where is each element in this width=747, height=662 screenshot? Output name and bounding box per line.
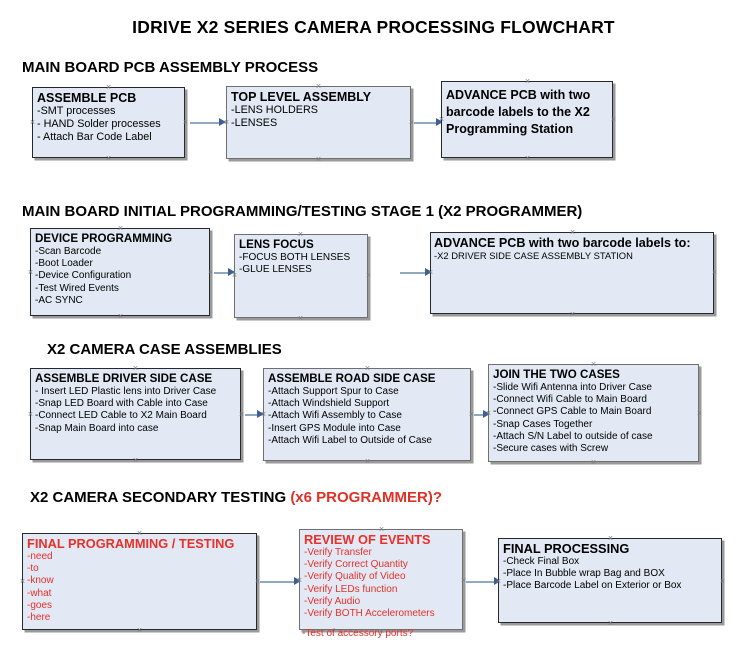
box-line: -Snap Main Board into case [35,422,159,434]
box-line: -need [27,551,53,562]
section-heading-3: X2 CAMERA CASE ASSEMBLIES [47,341,282,358]
box-line: -Snap Cases Together [493,418,593,430]
section-heading-4-accent: (x6 PROGRAMMER)? [290,489,442,506]
page-title: IDRIVE X2 SERIES CAMERA PROCESSING FLOWC… [132,17,615,37]
box-line: -Attach Support Spur to Case [268,386,399,397]
box-advance-pcb-driver-side[interactable]: ADVANCE PCB with two barcode labels to: … [430,232,714,314]
box-line: -Snap LED Board with Cable into Case [35,398,208,410]
box-line: -Verify Correct Quantity [304,559,408,571]
box-line: -to [27,563,39,575]
box-top-level-assembly[interactable]: TOP LEVEL ASSEMBLY -LENS HOLDERS -LENSES [226,86,411,159]
arrowhead-icon [219,118,226,126]
box-title: LENS FOCUS [239,238,314,251]
box-title: TOP LEVEL ASSEMBLY [231,90,372,104]
box-title: ADVANCE PCB with two barcode labels to: [434,236,691,250]
box-final-programming-testing[interactable]: FINAL PROGRAMMING / TESTING -need -to -k… [22,533,257,630]
connector-arrow [214,272,231,274]
arrowhead-icon [257,410,264,418]
section-heading-3-text: X2 CAMERA CASE ASSEMBLIES [47,341,282,358]
box-line: -what [27,587,52,599]
box-assemble-pcb[interactable]: ASSEMBLE PCB -SMT processes - HAND Solde… [32,87,185,158]
box-title: FINAL PROGRAMMING / TESTING [27,536,235,551]
connector-arrow [466,581,497,583]
box-line: -AC SYNC [35,294,83,306]
box-title: ASSEMBLE PCB [37,91,137,105]
box-line: -Verify Transfer [304,547,372,558]
box-title: ADVANCE PCB with two barcode labels to t… [446,88,591,136]
box-title: FINAL PROCESSING [503,541,630,556]
box-line: -Check Final Box [503,556,580,567]
box-line: -here [27,612,51,624]
box-line: - HAND Solder processes [37,118,161,131]
section-heading-1-text: MAIN BOARD PCB ASSEMBLY PROCESS [22,59,319,76]
box-line: -Verify Quality of Video [304,571,406,583]
box-line: -Secure cases with Screw [493,443,609,455]
box-title: ASSEMBLE ROAD SIDE CASE [268,372,436,385]
box-line: -Attach S/N Label to outside of case [493,430,653,442]
box-line: -Insert GPS Module into Case [268,422,401,434]
box-line: -Scan Barcode [35,246,102,257]
box-line: -SMT processes [37,105,116,117]
box-line: -Attach Wifi Assembly to Case [268,410,402,422]
section-heading-2: MAIN BOARD INITIAL PROGRAMMING/TESTING S… [22,203,582,220]
arrowhead-icon [294,577,301,585]
box-lens-focus[interactable]: LENS FOCUS -FOCUS BOTH LENSES -GLUE LENS… [234,234,368,318]
box-line: -Attach Windshield Support [268,398,390,410]
connector-arrow [190,122,222,124]
box-line: -Attach Wifi Label to Outside of Case [268,434,432,446]
box-line: - Attach Bar Code Label [37,131,152,144]
box-line: -LENSES [231,117,278,130]
box-line: - Insert LED Plastic lens into Driver Ca… [35,386,217,397]
arrowhead-icon [425,268,432,276]
box-title: JOIN THE TWO CASES [493,368,620,381]
box-line: -Verify LEDs function [304,583,398,595]
connector-arrow [260,581,297,583]
box-line: -Slide Wifi Antenna into Driver Case [493,382,652,393]
box-line: -Connect LED Cable to X2 Main Board [35,410,207,422]
box-line: -Device Configuration [35,270,132,282]
box-line: -LENS HOLDERS [231,104,318,116]
box-line: -X2 DRIVER SIDE CASE ASSEMBLY STATION [434,250,633,261]
connector-arrow [245,414,260,416]
box-line: -Verify Audio [304,595,361,607]
arrowhead-icon [483,410,490,418]
connector-arrow [400,272,428,274]
box-join-the-two-cases[interactable]: JOIN THE TWO CASES -Slide Wifi Antenna i… [488,364,699,462]
section-heading-4-text: X2 CAMERA SECONDARY TESTING [30,489,291,506]
box-line: -Place Barcode Label on Exterior or Box [503,580,682,592]
box-assemble-driver-side-case[interactable]: ASSEMBLE DRIVER SIDE CASE - Insert LED P… [30,368,241,460]
box-line-overflow: -Test of accessory ports? [302,628,414,639]
box-title: REVIEW OF EVENTS [304,532,431,547]
box-line: -know [27,575,54,587]
arrowhead-icon [228,268,235,276]
connector-arrow [414,122,439,124]
section-heading-2-text: MAIN BOARD INITIAL PROGRAMMING/TESTING S… [22,203,583,220]
box-advance-pcb-programming-station[interactable]: ADVANCE PCB with two barcode labels to t… [441,81,613,158]
box-title: ASSEMBLE DRIVER SIDE CASE [35,372,213,385]
box-line: -goes [27,599,53,611]
box-final-processing[interactable]: FINAL PROCESSING -Check Final Box -Place… [498,538,722,623]
box-line: -FOCUS BOTH LENSES [239,252,351,263]
box-line: -Connect Wifi Cable to Main Board [493,394,647,406]
section-heading-1: MAIN BOARD PCB ASSEMBLY PROCESS [22,59,318,76]
connector-arrow [474,414,486,416]
box-line: -GLUE LENSES [239,264,312,276]
arrowhead-icon [436,118,443,126]
box-device-programming[interactable]: DEVICE PROGRAMMING -Scan Barcode -Boot L… [30,228,210,316]
section-heading-4: X2 CAMERA SECONDARY TESTING (x6 PROGRAMM… [30,489,442,506]
box-review-of-events[interactable]: REVIEW OF EVENTS -Verify Transfer -Verif… [299,529,463,630]
box-line: -Place In Bubble wrap Bag and BOX [503,568,665,580]
arrowhead-icon [494,577,501,585]
box-line: -Connect GPS Cable to Main Board [493,406,652,418]
box-assemble-road-side-case[interactable]: ASSEMBLE ROAD SIDE CASE -Attach Support … [263,368,471,461]
box-line: -Boot Loader [35,258,93,270]
box-line: -Test Wired Events [35,282,119,294]
box-title: DEVICE PROGRAMMING [35,232,173,245]
box-line: -Verify BOTH Accelerometers [304,608,435,620]
